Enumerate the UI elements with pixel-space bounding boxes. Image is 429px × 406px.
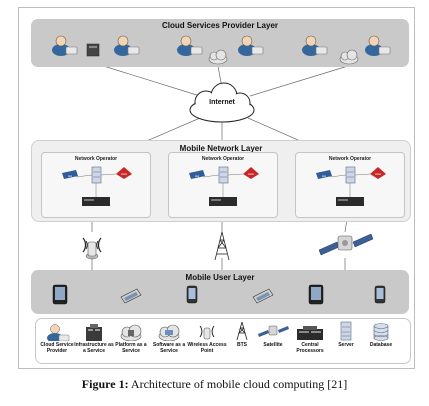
internet-label: Internet [209,99,235,106]
provider-person-icon-5 [301,35,328,57]
legend-item-wireless-access-point: Wireless Access Point [187,321,227,354]
wireless-access-point-icon [199,325,215,340]
legend-label: Central Processors [296,342,324,354]
network-operator-box-2: Network Operator HA AAA [168,152,278,218]
cloud-service-provider-icon [47,324,70,341]
smartphone-icon-1 [186,285,198,304]
aaa-badge-icon: AAA [116,167,132,179]
infrastructure-icon [86,324,102,341]
central-processor-icon-op [209,197,237,206]
link-provider-1 [96,63,201,97]
svg-text:AAA: AAA [375,172,381,176]
network-operator-box-3: Network Operator HA AAA [295,152,405,218]
legend-item-software: Software as a Service [149,321,189,354]
legend-label: Satellite [263,342,283,348]
provider-person-icon-3 [176,35,203,57]
svg-text:HA: HA [195,174,199,178]
wireless-access-point-icon [82,237,102,260]
legend-item-bts: BTS [222,321,262,348]
provider-person-icon-4 [237,35,264,57]
mobile-phone-icon-2 [252,288,274,304]
mobile-phone-icon-1 [120,288,142,304]
database-icon [373,323,389,341]
provider-person-icon-1 [51,35,78,57]
legend-label: Software as a Service [152,342,186,354]
legend-item-satellite: Satellite [253,321,293,348]
legend-box: Cloud Service Provider Infrastructure as… [35,318,411,364]
legend-label: Wireless Access Point [187,342,227,354]
satellite-icon [258,325,289,337]
legend-item-database: Database [361,321,401,348]
user-layer-band: Mobile User Layer [31,270,409,314]
figure-caption-text: Architecture of mobile cloud computing [… [128,377,348,391]
network-operator-title-2: Network Operator [201,156,245,162]
figure-caption-prefix: Figure 1: [81,377,129,391]
legend-item-platform: Platform as a Service [111,321,151,354]
legend-label: Platform as a Service [115,342,147,354]
legend-item-cloud-service-provider: Cloud Service Provider [37,321,77,354]
legend-item-server: Server [326,321,366,348]
provider-layer-title: Cloud Services Provider Layer [161,21,279,30]
aaa-badge-icon: AAA [370,167,386,179]
bts-tower-icon [214,231,230,261]
provider-layer-icons [51,35,391,65]
legend-item-infrastructure: Infrastructure as a Service [74,321,114,354]
figure-caption: Figure 1: Architecture of mobile cloud c… [0,377,429,392]
svg-text:HA: HA [322,174,326,178]
network-operator-box-1: Network Operator HA AAA [41,152,151,218]
software-icon [158,324,180,341]
network-operator-title-3: Network Operator [328,156,372,162]
server-icon [340,321,352,341]
central-processor-icon-op [82,197,110,206]
legend-item-central-processors: Central Processors [290,321,330,354]
satellite-icon [318,233,374,256]
infrastructure-icon-provider [86,43,100,57]
user-layer-title: Mobile User Layer [185,273,255,282]
legend-label: Database [369,342,393,348]
smartphone-icon-2 [374,285,386,304]
svg-text:AAA: AAA [121,172,127,176]
network-operator-icons-1: HA AAA [62,166,132,206]
ha-badge-icon: HA [189,170,205,179]
legend-label: Cloud Service Provider [40,342,74,354]
network-operator-icons-3: HA AAA [316,166,386,206]
ha-badge-icon: HA [316,170,332,179]
tablet-icon-2 [308,284,324,305]
legend-label: Infrastructure as a Service [74,342,114,354]
tablet-icon-1 [52,284,68,305]
provider-person-icon-6 [364,35,391,57]
internet-cloud [189,82,255,123]
operator-server-icon [91,166,102,184]
legend-label: Server [338,342,354,348]
provider-person-icon-2 [113,35,140,57]
aaa-badge-icon: AAA [243,167,259,179]
link-provider-3 [249,65,349,97]
operator-server-icon [345,166,356,184]
operator-server-icon [218,166,229,184]
legend-label: BTS [237,342,247,348]
bts-tower-icon [236,321,248,341]
network-operator-title-1: Network Operator [74,156,118,162]
svg-text:HA: HA [68,174,72,178]
platform-icon [120,324,142,341]
central-processor-icon-op [336,197,364,206]
access-points [82,231,374,261]
software-icon-provider [339,49,359,65]
ha-badge-icon: HA [62,170,78,179]
provider-layer-band: Cloud Services Provider Layer [31,19,409,67]
user-layer-devices [52,284,386,305]
network-layer-title: Mobile Network Layer [179,144,263,153]
platform-icon-provider [208,49,228,65]
network-operator-icons-2: HA AAA [189,166,259,206]
central-processor-icon [297,326,323,340]
svg-text:AAA: AAA [248,172,254,176]
